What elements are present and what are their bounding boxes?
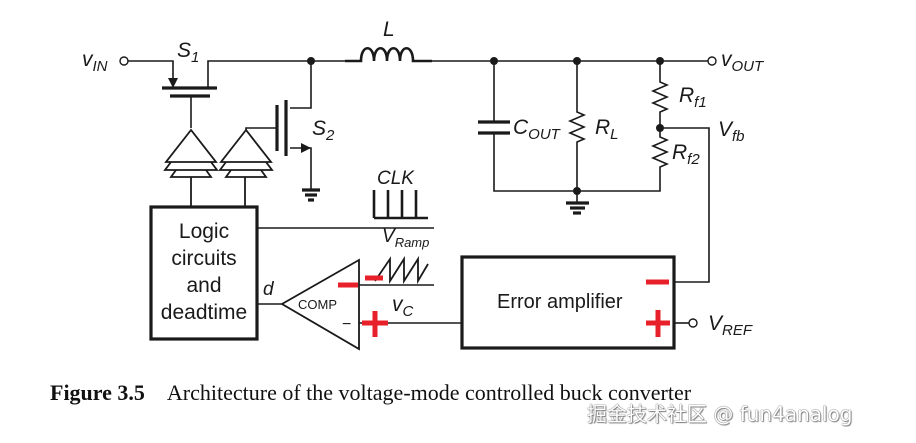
vin-wire	[128, 60, 174, 80]
rl-label: RL	[595, 116, 619, 143]
gate-driver-s1-icon	[163, 128, 219, 208]
error-amplifier-label: Error amplifier	[497, 291, 623, 313]
vout-terminal	[707, 56, 717, 66]
gate-driver-s2-icon	[218, 128, 274, 208]
vref-terminal	[688, 318, 698, 328]
switch-s1	[162, 60, 312, 128]
resistor-rl	[567, 61, 587, 191]
logic-line-1: Logic	[179, 220, 229, 243]
feedback-wire	[660, 127, 710, 283]
ramp-waveform-icon	[374, 255, 429, 285]
rf1-label: Rf1	[679, 84, 707, 111]
figure-caption: Figure 3.5 Architecture of the voltage-mo…	[50, 380, 691, 406]
d-label: d	[263, 279, 275, 300]
capacitor-cout	[478, 61, 661, 192]
caption-text: Architecture of the voltage-mode control…	[166, 380, 692, 405]
comp-label: COMP	[298, 297, 337, 312]
ground-icon	[302, 188, 320, 202]
resistor-rf1	[650, 61, 670, 128]
rf2-label: Rf2	[672, 141, 700, 168]
s2-drain-wire	[290, 61, 312, 109]
ground-output-icon	[566, 201, 589, 215]
vc-label: vC	[392, 293, 414, 320]
switch-s2	[245, 100, 312, 190]
logic-line-2: circuits	[171, 247, 236, 270]
red-plus-vc-input	[362, 311, 388, 337]
figure-number: Figure 3.5	[50, 380, 145, 405]
s1-source-arrow-icon	[168, 78, 178, 88]
inductor-label: L	[383, 18, 395, 41]
vramp-label: VRamp	[382, 226, 429, 250]
vin-label: vIN	[82, 48, 108, 75]
logic-line-4: deadtime	[161, 301, 247, 324]
error-amplifier-block	[460, 255, 676, 350]
clock-pulse-icon	[372, 190, 428, 220]
cout-label: COUT	[513, 116, 562, 143]
vout-label: vOUT	[721, 48, 765, 75]
s1-label: S1	[177, 39, 199, 66]
vin-terminal	[119, 56, 129, 66]
inductor-l	[345, 46, 432, 63]
vfb-label: Vfb	[718, 118, 745, 145]
watermark: 掘金技术社区 @ fun4analog	[587, 402, 853, 426]
clk-label: CLK	[377, 168, 415, 189]
resistor-rf2	[650, 128, 670, 170]
comp-minus-sign: −	[342, 316, 351, 333]
vref-label: VREF	[708, 312, 753, 339]
red-plus-ea-input	[646, 310, 670, 337]
s2-label: S2	[312, 117, 335, 144]
logic-circuits-block	[149, 205, 259, 341]
comparator	[280, 258, 360, 351]
logic-line-3: and	[186, 274, 221, 297]
